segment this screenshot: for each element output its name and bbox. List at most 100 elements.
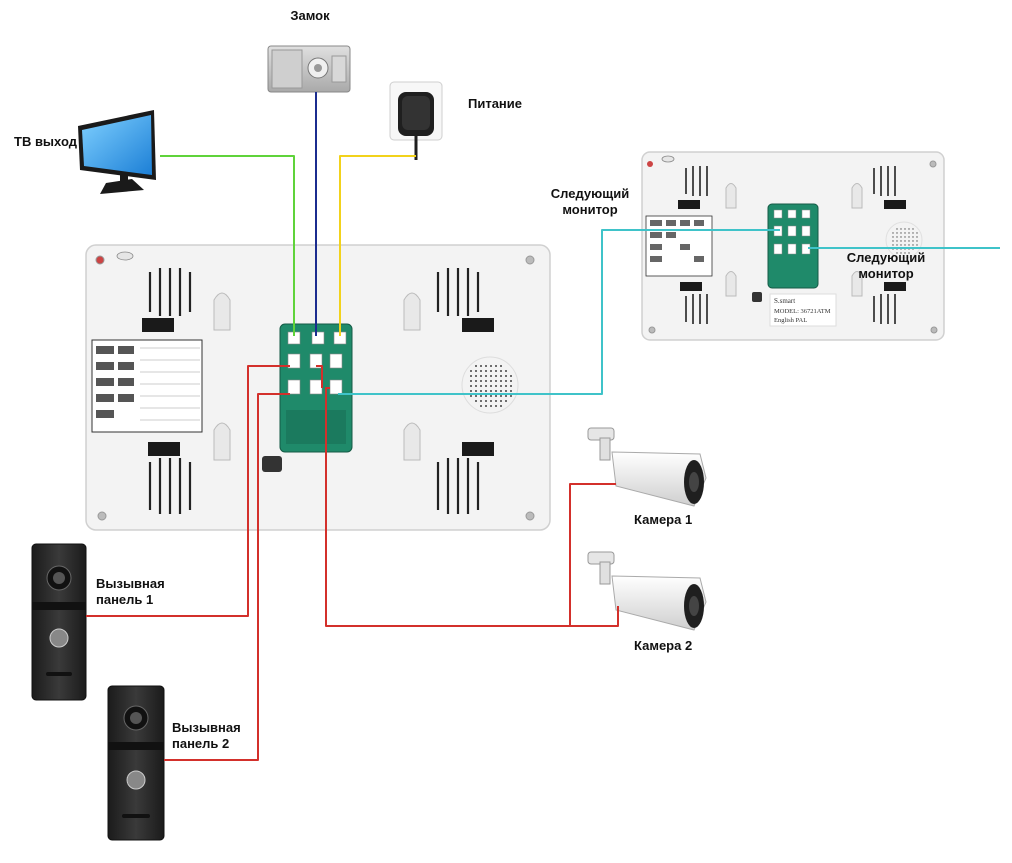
wire-next-monitor — [338, 229, 780, 395]
label-lock: Замок — [290, 8, 330, 23]
speaker-hole — [495, 370, 497, 372]
speaker-hole — [480, 385, 482, 387]
speaker-hole — [470, 380, 472, 382]
speaker-hole — [485, 385, 487, 387]
wire-call-panel-2 — [164, 393, 290, 761]
speaker-hole — [896, 244, 898, 246]
speaker-hole — [490, 405, 492, 407]
speaker-hole — [490, 385, 492, 387]
call-panel-2-device — [107, 685, 165, 841]
speaker-hole — [900, 244, 902, 246]
speaker-hole — [500, 380, 502, 382]
speaker-hole — [892, 232, 894, 234]
speaker-hole — [912, 240, 914, 242]
speaker-hole — [912, 244, 914, 246]
speaker-hole — [490, 370, 492, 372]
label-call-panel-2: Вызывная панель 2 — [172, 720, 241, 751]
speaker-hole — [490, 380, 492, 382]
label-tv-out: ТВ выход — [14, 134, 77, 149]
speaker-hole — [490, 375, 492, 377]
speaker-hole — [485, 370, 487, 372]
speaker-hole — [916, 240, 918, 242]
speaker-hole — [505, 380, 507, 382]
label-camera-1: Камера 1 — [634, 512, 693, 527]
speaker-hole — [500, 370, 502, 372]
speaker-hole — [475, 385, 477, 387]
speaker-hole — [480, 380, 482, 382]
speaker-hole — [900, 228, 902, 230]
speaker-hole — [904, 232, 906, 234]
speaker-hole — [892, 240, 894, 242]
speaker-hole — [900, 232, 902, 234]
sticker-line-2: MODEL: 36721ATM — [774, 308, 831, 315]
speaker-hole — [892, 236, 894, 238]
speaker-hole — [912, 232, 914, 234]
wire-power — [339, 155, 416, 336]
wire-tv — [160, 155, 295, 336]
speaker-hole — [505, 400, 507, 402]
speaker-hole — [485, 395, 487, 397]
label-power: Питание — [468, 96, 523, 111]
speaker-hole — [495, 395, 497, 397]
speaker-hole — [475, 400, 477, 402]
speaker-hole — [475, 370, 477, 372]
speaker-hole — [908, 236, 910, 238]
label-next-monitor-2: Следующий монитор — [846, 250, 926, 281]
speaker-hole — [900, 236, 902, 238]
speaker-hole — [490, 395, 492, 397]
speaker-hole — [475, 380, 477, 382]
speaker-hole — [490, 365, 492, 367]
speaker-hole — [904, 228, 906, 230]
label-camera-2: Камера 2 — [634, 638, 693, 653]
power-adapter — [389, 81, 443, 160]
speaker-hole — [485, 405, 487, 407]
sticker-line-3: English PAL — [774, 317, 807, 324]
speaker-hole — [485, 365, 487, 367]
camera-2-device — [587, 551, 707, 631]
speaker-hole — [908, 232, 910, 234]
speaker-hole — [505, 390, 507, 392]
speaker-hole — [500, 385, 502, 387]
wire-call-panel-1 — [86, 365, 290, 617]
speaker-hole — [495, 400, 497, 402]
speaker-hole — [480, 375, 482, 377]
speaker-hole — [510, 380, 512, 382]
speaker-hole — [904, 252, 906, 254]
speaker-hole — [908, 244, 910, 246]
speaker-hole — [480, 370, 482, 372]
speaker-hole — [510, 385, 512, 387]
speaker-hole — [908, 228, 910, 230]
speaker-hole — [470, 370, 472, 372]
tv-device — [78, 110, 156, 194]
speaker-hole — [505, 385, 507, 387]
speaker-hole — [908, 240, 910, 242]
wire-camera-2 — [570, 606, 619, 627]
speaker-hole — [495, 390, 497, 392]
speaker-hole — [896, 236, 898, 238]
speaker-hole — [475, 390, 477, 392]
speaker-hole — [495, 375, 497, 377]
lock-device — [267, 45, 351, 93]
model-sticker: S.smart MODEL: 36721ATM English PAL — [769, 293, 837, 327]
speaker-hole — [490, 390, 492, 392]
speaker-hole — [475, 395, 477, 397]
speaker-hole — [916, 244, 918, 246]
speaker-hole — [475, 365, 477, 367]
speaker-hole — [500, 375, 502, 377]
speaker-hole — [892, 244, 894, 246]
camera-1-device — [587, 427, 707, 507]
speaker-hole — [480, 395, 482, 397]
speaker-hole — [510, 390, 512, 392]
speaker-hole — [500, 395, 502, 397]
speaker-hole — [908, 252, 910, 254]
speaker-hole — [916, 236, 918, 238]
speaker-hole — [500, 405, 502, 407]
main-monitor — [85, 244, 551, 531]
speaker-hole — [470, 385, 472, 387]
speaker-hole — [495, 380, 497, 382]
next-monitor — [641, 151, 945, 341]
speaker-hole — [912, 228, 914, 230]
wire-camera-bus — [316, 365, 323, 388]
speaker-hole — [495, 385, 497, 387]
